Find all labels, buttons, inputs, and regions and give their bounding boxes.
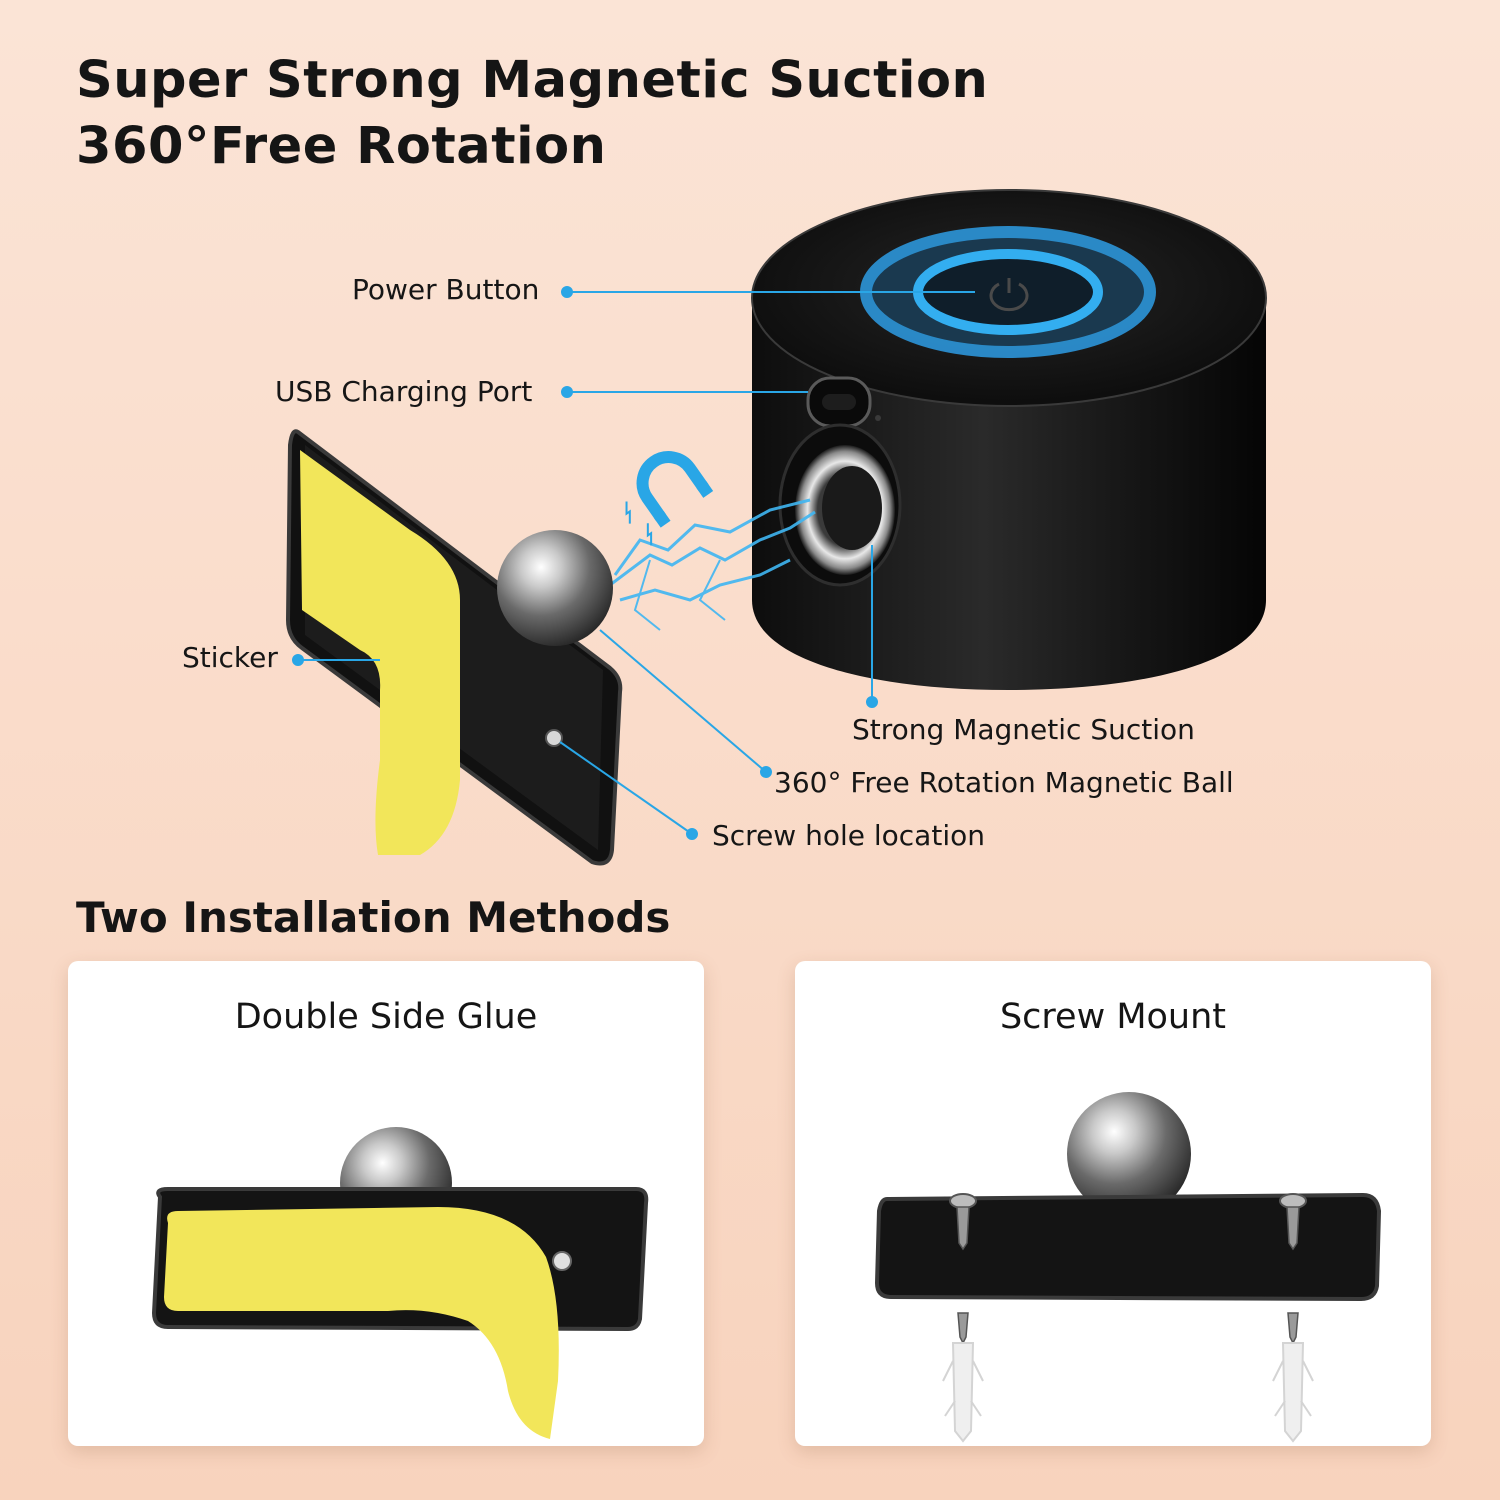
callout-lines: [292, 286, 975, 840]
sticker-sheet: [300, 450, 460, 855]
screw-illustration: [874, 1092, 1382, 1443]
headline-line-2: 360°Free Rotation: [76, 117, 607, 176]
lightning-icon: [609, 498, 816, 631]
mount-plate: [285, 429, 623, 866]
method-title: Double Side Glue: [234, 997, 538, 1037]
power-icon: [989, 278, 1029, 312]
product-illustration: [285, 189, 1267, 866]
method-title: Screw Mount: [999, 997, 1227, 1037]
magnetic-device: [751, 189, 1267, 690]
callout-sticker: Sticker: [182, 641, 278, 674]
installation-heading: Two Installation Methods: [76, 893, 671, 942]
callout-power-button: Power Button: [352, 273, 540, 306]
callout-screw-hole: Screw hole location: [712, 819, 985, 852]
method-card-glue: Double Side Glue: [68, 961, 704, 1446]
sticker-sheet: [164, 1207, 559, 1439]
headline-line-1: Super Strong Magnetic Suction: [76, 51, 989, 110]
screw-icon: [1279, 1193, 1307, 1345]
screw-icon: [949, 1193, 977, 1345]
wall-anchor-icon: [1272, 1342, 1314, 1443]
callout-magnetic-ball: 360° Free Rotation Magnetic Ball: [774, 766, 1234, 799]
callout-usb-port: USB Charging Port: [275, 375, 533, 408]
method-card-screw: Screw Mount: [795, 961, 1431, 1446]
glue-illustration: [151, 1127, 649, 1439]
callout-magnetic-suction: Strong Magnetic Suction: [852, 713, 1195, 746]
magnet-icon: [625, 451, 714, 546]
wall-anchor-icon: [942, 1342, 984, 1443]
